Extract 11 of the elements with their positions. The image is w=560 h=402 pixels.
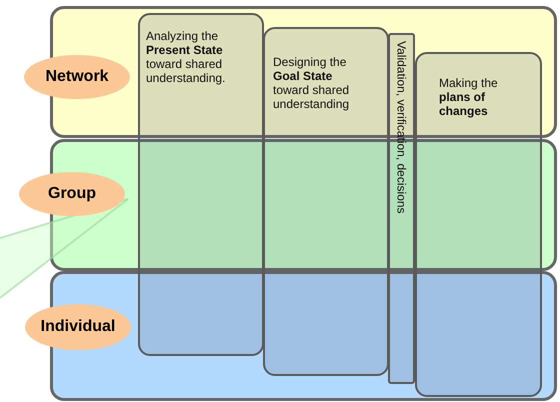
- phase-column: [388, 33, 415, 384]
- phase-label: Validation, verification, decisions: [394, 41, 408, 216]
- phase-label: Analyzing the Present State toward shared understanding.: [146, 29, 226, 85]
- phase-label: Making the plans of changes: [439, 76, 499, 118]
- level-label: Group: [48, 185, 96, 203]
- phase-column: [415, 52, 542, 397]
- phase-column: [263, 27, 389, 376]
- phase-label: Designing the Goal State toward shared understanding: [273, 55, 350, 111]
- level-label: Network: [45, 68, 109, 86]
- phase-column: [138, 13, 264, 356]
- level-label: Individual: [40, 318, 116, 336]
